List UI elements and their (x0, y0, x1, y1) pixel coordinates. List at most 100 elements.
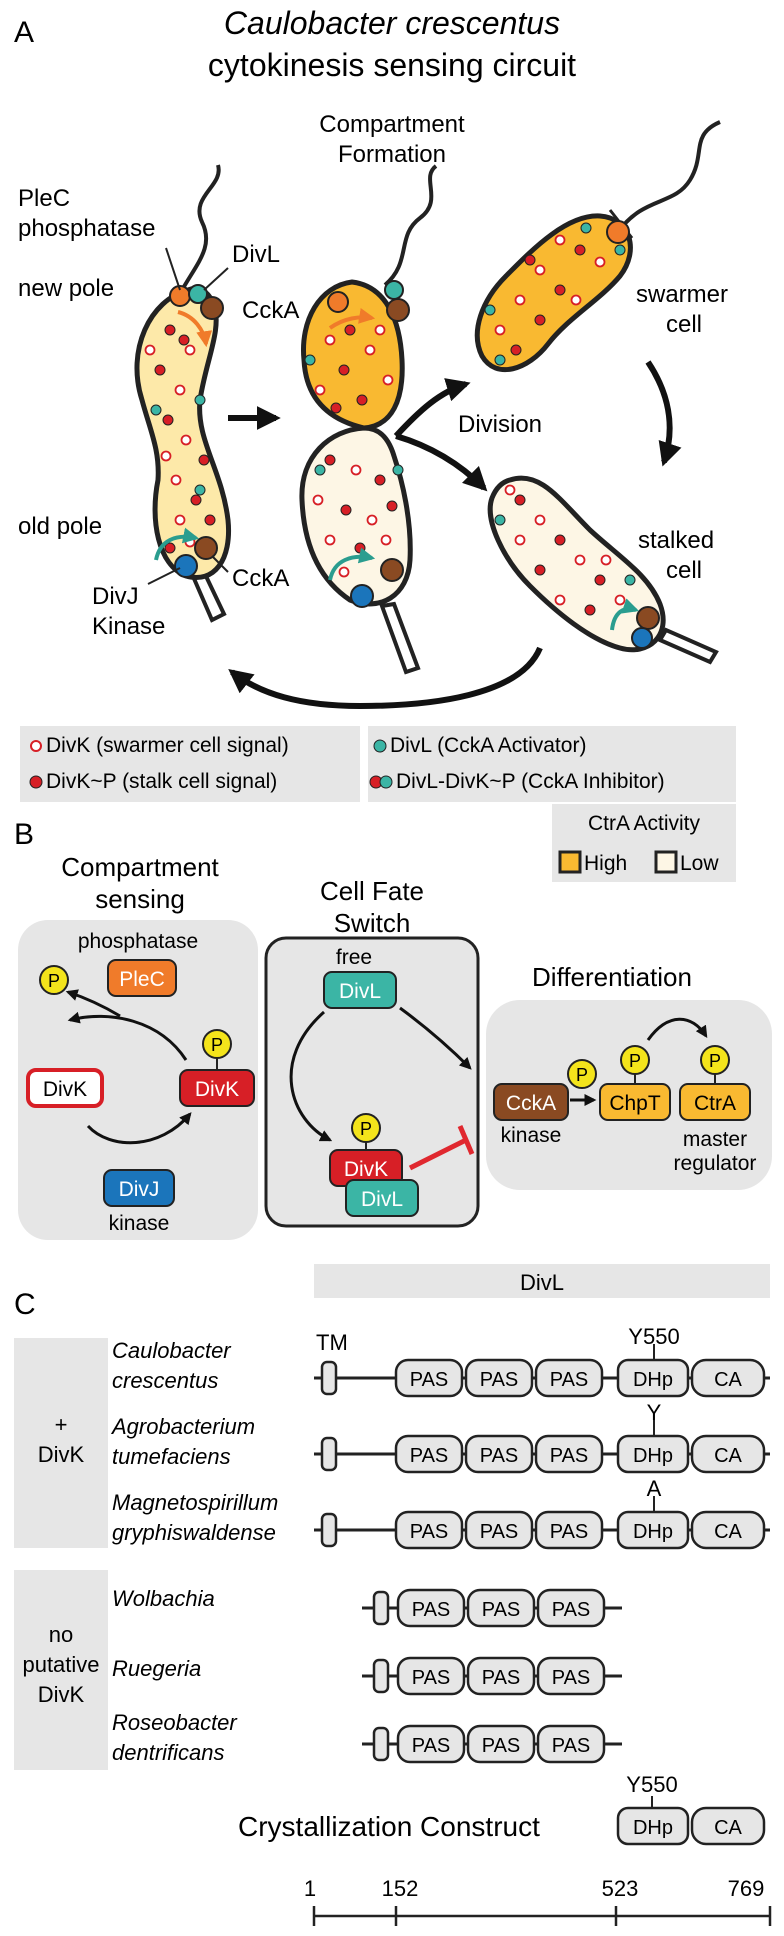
arrow-division-up (393, 378, 471, 439)
protein-dot (314, 464, 326, 476)
construct-dhp-label: DHp (633, 1817, 673, 1839)
ctra-high-swatch (558, 850, 582, 874)
protein-dot (510, 344, 522, 356)
no-label-line1: no (49, 1622, 73, 1647)
axis-label-523: 523 (602, 1876, 639, 1901)
row-6-pas-3-label: PAS (552, 1735, 591, 1757)
row-4-pas-3-label: PAS (552, 1599, 591, 1621)
legend-divl: DivL (CckA Activator) (390, 734, 586, 757)
divk-box (26, 1068, 104, 1108)
row-3-pas-1-box (394, 1510, 464, 1550)
ccka-phosphate (567, 1059, 597, 1089)
species-2-line1: Agrobacterium (110, 1414, 255, 1439)
divj-dot-1 (174, 554, 198, 578)
kinase-arrow-3 (610, 598, 640, 631)
divk-box-label: DivK (43, 1078, 87, 1101)
row-3-ca-label: CA (714, 1521, 742, 1543)
complex-divl-label: DivL (361, 1188, 403, 1211)
protein-dot (554, 234, 566, 246)
ctra-low-label: Low (680, 852, 719, 875)
differentiation-title: Differentiation (532, 962, 692, 992)
row-5-pas-1-box (396, 1656, 466, 1696)
protein-dot (382, 374, 394, 386)
protein-dot (194, 394, 206, 406)
legend-divl-dot (373, 739, 387, 753)
protein-dot (340, 504, 352, 516)
protein-dot (594, 574, 606, 586)
row-3-pas-2-label: PAS (480, 1521, 519, 1543)
stalked-label-line1: stalked (638, 527, 714, 554)
ccka-dot-3 (386, 298, 410, 322)
protein-dot (350, 464, 362, 476)
inhibition-bar (457, 1125, 475, 1155)
protein-dots (144, 222, 636, 616)
protein-dot (194, 484, 206, 496)
plec-dot-3 (606, 220, 630, 244)
plec-label-line2: phosphatase (18, 215, 155, 242)
row-4-pas-1-label: PAS (412, 1599, 451, 1621)
master-label-line2: regulator (674, 1152, 757, 1175)
protein-dot (178, 334, 190, 346)
species-5-line1: Ruegeria (112, 1656, 201, 1681)
plec-pointer (165, 247, 181, 291)
divj-label-line1: DivJ (92, 583, 139, 610)
row-6-pas-2-label: PAS (482, 1735, 521, 1757)
protein-dot (338, 566, 350, 578)
species-3-line1: Magnetospirillum (112, 1490, 278, 1515)
row-5-pas-2-box (466, 1656, 536, 1696)
row-1-pas-2-box (464, 1358, 534, 1398)
phosphotransfer-arrow (646, 1017, 708, 1041)
row-6-pas-2-box (466, 1724, 536, 1764)
divkp-box-label: DivK (195, 1078, 239, 1101)
protein-dot (356, 394, 368, 406)
inhibition-line (408, 1137, 468, 1171)
row-3-pas-3-label: PAS (550, 1521, 589, 1543)
divj-label-line2: Kinase (92, 613, 165, 640)
construct-ca-box (690, 1806, 766, 1846)
divl-dot-1 (188, 284, 208, 304)
protein-dot (534, 264, 546, 276)
protein-dot (170, 474, 182, 486)
row-3-dhp-label: DHp (633, 1521, 673, 1543)
free-phosphate-label: P (48, 971, 60, 991)
row-3-pas-1-label: PAS (410, 1521, 449, 1543)
protein-dot (180, 434, 192, 446)
switch-title-line2: Switch (334, 908, 411, 938)
panel-b-letter: B (14, 818, 34, 851)
ctra-legend-title: CtrA Activity (588, 812, 701, 835)
kinase-arrow-1 (154, 527, 200, 561)
chpt-phosphate-label: P (629, 1051, 641, 1071)
switch-title-line1: Cell Fate (320, 876, 424, 906)
new-pole-label: new pole (18, 275, 114, 302)
stalk-2 (379, 601, 421, 675)
species-3-line2: gryphiswaldense (112, 1520, 276, 1545)
protein-dot (164, 542, 176, 554)
protein-dot (344, 324, 356, 336)
row-1-pas-3-label: PAS (550, 1369, 589, 1391)
protein-dot (594, 256, 606, 268)
species-1-line2: crescentus (112, 1368, 218, 1393)
protein-dot (624, 574, 636, 586)
protein-dot (392, 464, 404, 476)
protein-dot (614, 594, 626, 606)
ccka-dot-1 (200, 296, 224, 320)
protein-dot (354, 542, 366, 554)
row-2-pas-2-box (464, 1434, 534, 1474)
flagellum-2 (383, 164, 438, 287)
species-4-line1: Wolbachia (112, 1586, 215, 1611)
row-4-pas-1-box (396, 1588, 466, 1628)
switch-box (264, 936, 480, 1228)
flagellum-3 (616, 120, 721, 234)
species-6-line1: Roseobacter (112, 1710, 238, 1735)
stalk-3 (657, 627, 719, 665)
divl-header: DivL (520, 1270, 564, 1295)
row-2-pas-3-label: PAS (550, 1445, 589, 1467)
divl-header-bar (314, 1264, 770, 1298)
panel-a-title-line2: cytokinesis sensing circuit (208, 47, 576, 83)
plus-label-line1: + (55, 1412, 68, 1437)
phosphatase-label: phosphatase (78, 930, 198, 953)
protein-dot (330, 402, 342, 414)
legend-divk-dot (30, 740, 42, 752)
row-4-tm-box (372, 1590, 390, 1626)
